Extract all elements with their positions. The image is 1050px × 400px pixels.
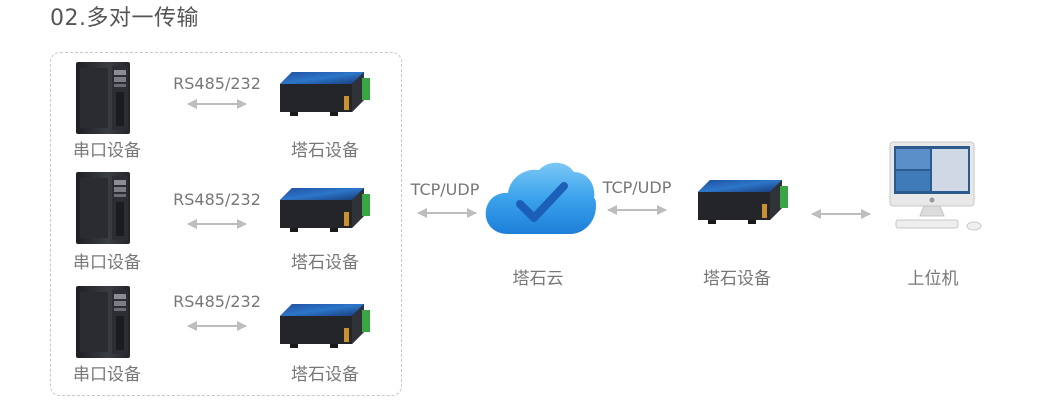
gateway-3-label: 塔石设备 [291, 365, 359, 385]
serial-device-3-label: 串口设备 [73, 365, 141, 385]
host-computer-icon [889, 141, 982, 231]
link-2-label: RS485/232 [173, 190, 261, 209]
link-1-arrow [187, 99, 247, 109]
link-1-label: RS485/232 [173, 74, 261, 93]
host-link-arrow [811, 209, 871, 219]
diagram-title: 02.多对一传输 [50, 6, 199, 31]
cloud-label: 塔石云 [512, 269, 564, 289]
gateway-2-label: 塔石设备 [291, 253, 359, 273]
gateway-3-icon [280, 304, 370, 348]
tcp-udp-left-label: TCP/UDP [410, 180, 480, 199]
serial-device-2-icon [76, 172, 130, 244]
cloud-icon [485, 162, 596, 234]
tcp-udp-left-arrow [417, 208, 477, 218]
right-gateway-label: 塔石设备 [703, 269, 771, 289]
link-3-label: RS485/232 [173, 292, 261, 311]
tcp-udp-right-arrow [607, 205, 667, 215]
serial-device-1-label: 串口设备 [73, 141, 141, 161]
serial-device-2-label: 串口设备 [73, 253, 141, 273]
gateway-2-icon [280, 188, 370, 232]
serial-device-3-icon [76, 286, 130, 358]
gateway-1-label: 塔石设备 [291, 141, 359, 161]
gateway-1-icon [280, 72, 370, 116]
link-2-arrow [187, 219, 247, 229]
link-3-arrow [187, 321, 247, 331]
right-gateway-icon [698, 180, 788, 224]
device-group-box [50, 52, 402, 396]
serial-device-1-icon [76, 62, 130, 134]
host-computer-label: 上位机 [907, 269, 959, 289]
tcp-udp-right-label: TCP/UDP [602, 178, 672, 197]
